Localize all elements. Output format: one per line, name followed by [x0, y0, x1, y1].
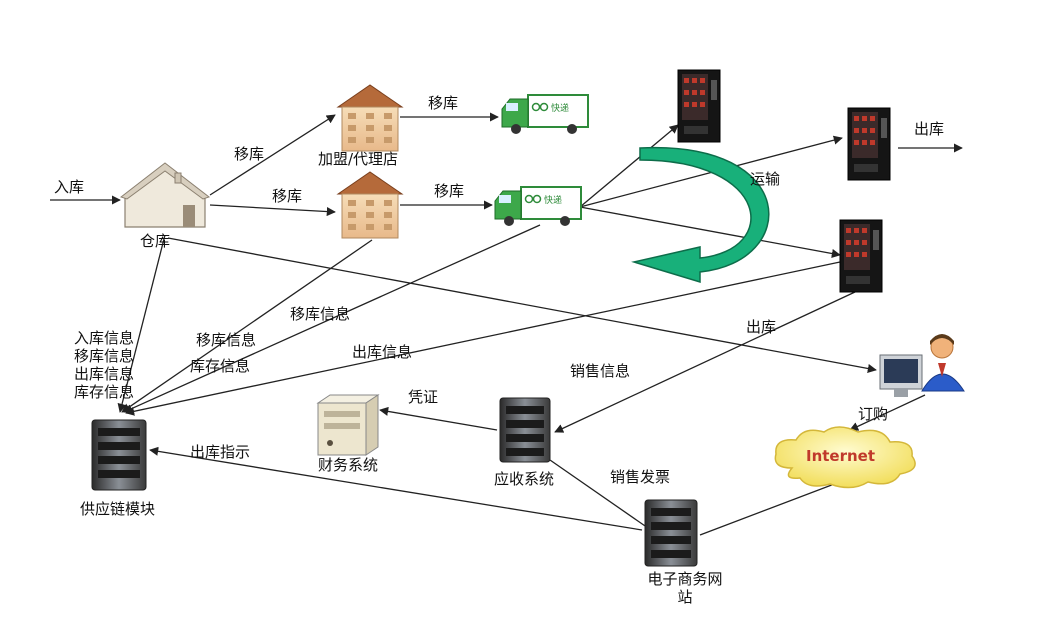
edge-ecommerce-receivable: [549, 459, 649, 529]
edge-label-outbound-info: 出库信息: [352, 343, 413, 361]
internet-cloud-icon: Internet: [774, 426, 916, 489]
edge-ecommerce-supply: [149, 446, 643, 531]
edge-label-sales-invoice: 销售发票: [610, 468, 671, 486]
edge-label-outbound-top: 出库: [914, 120, 945, 138]
store2-building-icon: [336, 171, 404, 239]
supply-info-inventory: 库存信息: [74, 383, 135, 401]
edge-label-move-store2-truck: 移库: [434, 182, 465, 200]
edge-label-outbound-instruction: 出库指示: [190, 443, 251, 461]
edge-store2-supply: [121, 239, 373, 413]
edge-label-voucher: 凭证: [408, 388, 439, 406]
ecommerce-server-icon: [644, 499, 698, 567]
edge-receivable-finance: [379, 406, 498, 431]
edge-warehouse-customer: [167, 237, 877, 373]
node-label-ecommerce: 电子商务网 站: [630, 570, 740, 606]
supply-info-inbound: 入库信息: [74, 329, 135, 347]
vending-machine-icon-2: [847, 107, 891, 181]
supply-info-outbound: 出库信息: [74, 365, 135, 383]
customer-computer-icon: [879, 334, 965, 397]
truck-icon-middle: 快递: [494, 186, 582, 226]
receivable-server-icon: [499, 397, 551, 463]
edge-label-move-info-2: 移库信息: [290, 305, 351, 323]
edge-label-transport: 运输: [750, 170, 781, 188]
supply-info-move: 移库信息: [74, 347, 135, 365]
edge-label-move-info-1: 移库信息: [196, 331, 257, 349]
node-label-franchise-store: 加盟/代理店: [318, 150, 399, 168]
edge-label-move-to-store2: 移库: [272, 187, 303, 205]
franchise-store-building-icon: [336, 84, 404, 152]
supply-info-list: 入库信息 移库信息 出库信息 库存信息: [74, 329, 134, 401]
edge-label-move-store-truck: 移库: [428, 94, 459, 112]
internet-label: Internet: [806, 447, 875, 465]
edge-customer-internet: [849, 394, 926, 431]
edge-warehouse-supply: [117, 234, 166, 413]
node-label-receivable: 应收系统: [494, 470, 555, 488]
vending-machine-icon-3: [839, 219, 883, 293]
edge-warehouse-store2: [209, 204, 336, 217]
edge-label-move-to-store: 移库: [234, 145, 265, 163]
connectors: [50, 112, 963, 536]
edge-truck-vending1: [579, 124, 679, 208]
edge-label-sales-info: 销售信息: [570, 362, 631, 380]
edge-label-order: 订购: [858, 405, 889, 423]
supply-chain-server-icon: [91, 419, 147, 491]
truck-logo-text: 快递: [544, 194, 562, 206]
edge-truck-vending3: [579, 206, 841, 258]
edge-vending3-receivable: [554, 291, 856, 433]
edge-truck-supply: [123, 224, 541, 413]
node-label-finance: 财务系统: [318, 456, 379, 474]
warehouse-icon: [119, 162, 211, 228]
node-label-ecommerce-line2: 站: [677, 588, 693, 606]
edge-warehouse-store: [209, 114, 336, 196]
node-label-warehouse: 仓库: [140, 232, 171, 250]
edge-vending3-supply: [125, 261, 841, 416]
transport-curved-arrow: [631, 146, 770, 284]
edge-label-outbound-mid: 出库: [746, 318, 777, 336]
edge-label-inbound: 入库: [54, 178, 85, 196]
vending-machine-icon-1: [677, 69, 721, 143]
node-label-supply-chain: 供应链模块: [80, 500, 156, 518]
finance-server-icon: [316, 394, 380, 456]
truck-logo-text: 快递: [551, 102, 569, 114]
node-label-ecommerce-line1: 电子商务网: [647, 570, 723, 588]
edge-label-inventory-info: 库存信息: [190, 357, 251, 375]
truck-icon-top: 快递: [501, 94, 589, 134]
